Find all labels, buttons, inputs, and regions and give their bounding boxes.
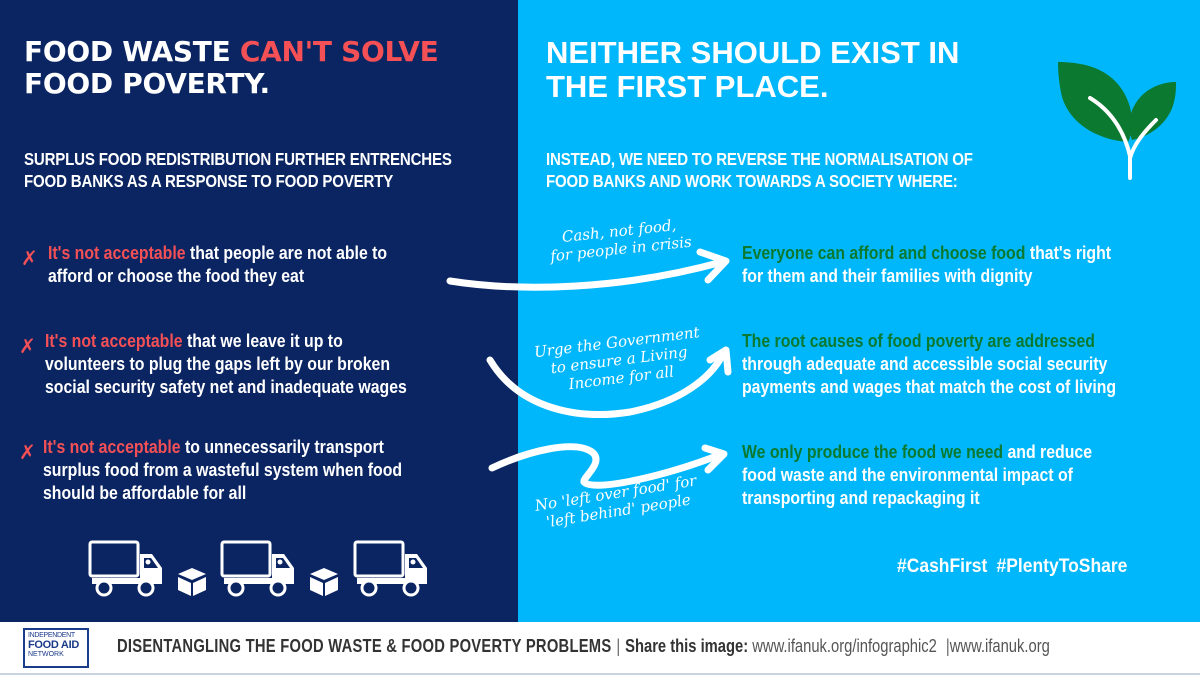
- footer-text: DISENTANGLING THE FOOD WASTE & FOOD POVE…: [117, 636, 1050, 657]
- headline-line: NEITHER SHOULD EXIST IN: [546, 35, 960, 70]
- headline-text: FOOD POVERTY.: [24, 67, 270, 100]
- box-icon: [310, 568, 338, 596]
- x-icon: ✗: [19, 334, 36, 358]
- hashtag-cashfirst[interactable]: #CashFirst: [897, 556, 988, 577]
- point-text: to unnecessarily transport: [180, 437, 384, 457]
- truck-icon: [353, 540, 427, 597]
- site-url-link[interactable]: www.ifanuk.org: [949, 636, 1050, 656]
- point-text: for them and their families with dignity: [742, 266, 1033, 286]
- point-text: payments and wages that match the cost o…: [742, 377, 1117, 397]
- problem-point-1: It's not acceptable that people are not …: [48, 242, 506, 288]
- point-text: that we leave it up to: [182, 331, 343, 351]
- share-label: Share this image:: [625, 636, 749, 656]
- solution-point-1: Everyone can afford and choose food that…: [742, 242, 1200, 288]
- separator: |: [945, 636, 950, 656]
- subheading-line: SURPLUS FOOD REDISTRIBUTION FURTHER ENTR…: [24, 149, 452, 169]
- point-highlight: We only produce the food we need: [742, 442, 1004, 462]
- headline-line: THE FIRST PLACE.: [546, 69, 829, 104]
- point-text: transporting and repackaging it: [742, 488, 980, 508]
- x-icon: ✗: [21, 246, 38, 270]
- arrow-1-icon: [696, 248, 730, 284]
- ifan-logo[interactable]: INDEPENDENT FOOD AID NETWORK: [23, 628, 89, 668]
- point-text: through adequate and accessible social s…: [742, 354, 1108, 374]
- subheading-line: FOOD BANKS AND WORK TOWARDS A SOCIETY WH…: [546, 171, 958, 191]
- footer-divider: [0, 673, 1200, 675]
- arrow-2-icon: [706, 346, 732, 376]
- point-text: that's right: [1025, 243, 1112, 263]
- hashtags: #CashFirst #PlentyToShare: [897, 556, 1137, 578]
- left-panel: [0, 0, 518, 619]
- point-text: afford or choose the food they eat: [48, 266, 305, 286]
- solution-point-2: The root causes of food poverty are addr…: [742, 330, 1200, 399]
- logo-line: NETWORK: [28, 651, 64, 658]
- problem-point-3: It's not acceptable to unnecessarily tra…: [43, 436, 501, 505]
- headline-text: FOOD WASTE: [24, 35, 240, 68]
- point-text: volunteers to plug the gaps left by our …: [45, 354, 391, 374]
- point-highlight: It's not acceptable: [45, 331, 183, 351]
- problem-point-2: It's not acceptable that we leave it up …: [45, 330, 503, 399]
- point-highlight: Everyone can afford and choose food: [742, 243, 1026, 263]
- hashtag-plentytoshare[interactable]: #PlentyToShare: [996, 556, 1128, 577]
- solution-point-3: We only produce the food we need and red…: [742, 441, 1200, 510]
- point-text: and reduce: [1003, 442, 1093, 462]
- subheading-line: FOOD BANKS AS A RESPONSE TO FOOD POVERTY: [24, 171, 394, 191]
- right-headline: NEITHER SHOULD EXIST IN THE FIRST PLACE.: [546, 36, 1046, 104]
- footer-title: DISENTANGLING THE FOOD WASTE & FOOD POVE…: [117, 636, 612, 656]
- point-text: should be affordable for all: [43, 483, 247, 503]
- box-icon: [178, 568, 206, 596]
- share-url-link[interactable]: www.ifanuk.org/infographic2: [752, 636, 937, 656]
- footer-divider: [518, 619, 1200, 622]
- sprout-icon: [1058, 62, 1176, 180]
- separator: |: [616, 636, 621, 656]
- right-subheading: INSTEAD, WE NEED TO REVERSE THE NORMALIS…: [546, 148, 1028, 192]
- truck-icon: [220, 540, 294, 597]
- point-text: surplus food from a wasteful system when…: [43, 460, 403, 480]
- left-subheading: SURPLUS FOOD REDISTRIBUTION FURTHER ENTR…: [24, 148, 506, 192]
- headline-accent: CAN'T SOLVE: [239, 35, 439, 68]
- point-highlight: It's not acceptable: [43, 437, 181, 457]
- truck-icon: [88, 540, 162, 597]
- point-highlight: The root causes of food poverty are addr…: [742, 331, 1095, 351]
- logo-line: INDEPENDENT: [28, 632, 75, 639]
- footer: [0, 619, 1200, 675]
- point-text: social security safety net and inadequat…: [45, 377, 407, 397]
- left-headline: FOOD WASTE CAN'T SOLVE FOOD POVERTY.: [24, 36, 514, 100]
- subheading-line: INSTEAD, WE NEED TO REVERSE THE NORMALIS…: [546, 149, 973, 169]
- logo-line: FOOD AID: [28, 639, 79, 651]
- point-text: that people are not able to: [185, 243, 388, 263]
- point-text: food waste and the environmental impact …: [742, 465, 1073, 485]
- x-icon: ✗: [19, 440, 36, 464]
- point-highlight: It's not acceptable: [48, 243, 186, 263]
- footer-divider: [0, 619, 518, 622]
- arrow-3-icon: [701, 444, 728, 474]
